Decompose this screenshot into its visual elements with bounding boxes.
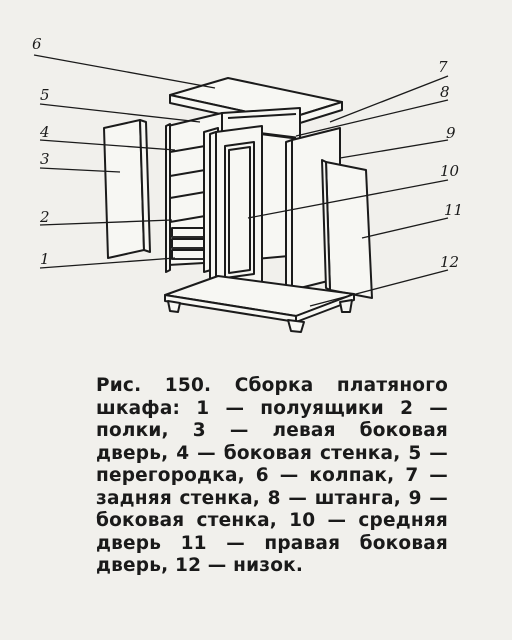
leader-lines xyxy=(33,54,449,307)
figure-label: Рис. 150. xyxy=(96,375,212,396)
callout-2: 2 xyxy=(39,208,50,226)
part-left-side-door xyxy=(103,119,151,259)
callout-6: 6 xyxy=(32,35,42,53)
wardrobe-assembly-diagram: 6 5 4 3 2 1 7 8 9 10 11 12 xyxy=(32,35,463,333)
callout-4: 4 xyxy=(39,123,50,141)
callout-9: 9 xyxy=(446,124,456,142)
part-base xyxy=(164,275,355,333)
figure-caption-text: Сборка платяного шкафа: 1 — полуящики 2 … xyxy=(96,375,448,576)
part-middle-door xyxy=(209,125,263,291)
part-right-side-door xyxy=(321,159,373,299)
callout-12: 12 xyxy=(440,253,459,271)
callout-10: 10 xyxy=(440,162,460,180)
figure-caption: Рис. 150. Сборка платяного шкафа: 1 — по… xyxy=(96,375,448,578)
callout-11: 11 xyxy=(444,201,463,219)
callout-5: 5 xyxy=(40,86,50,104)
callout-8: 8 xyxy=(440,83,450,101)
callout-3: 3 xyxy=(40,150,50,168)
callout-1: 1 xyxy=(40,250,50,268)
callout-7: 7 xyxy=(438,58,448,76)
